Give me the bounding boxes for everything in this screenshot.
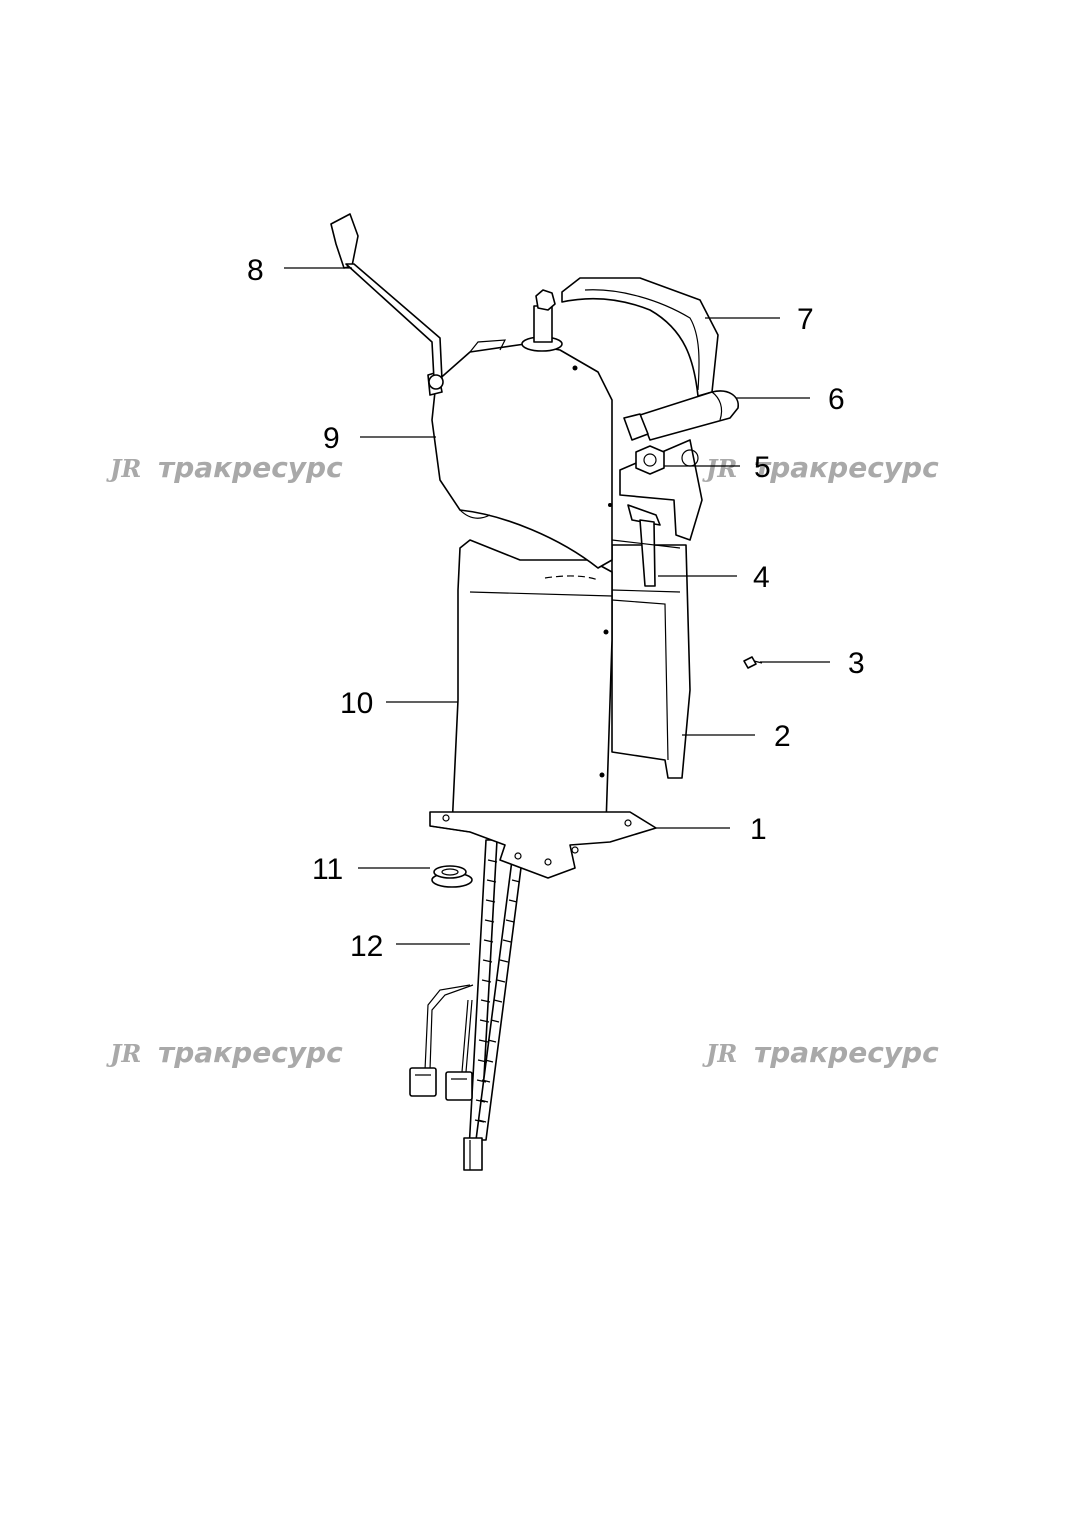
- watermark: JR тракресурс: [106, 451, 343, 484]
- callout-4: 4: [753, 561, 770, 594]
- watermark: JR тракресурс: [106, 1036, 343, 1069]
- watermark-logo: JR: [106, 1039, 141, 1068]
- handle-knob: [623, 390, 739, 441]
- callout-9: 9: [323, 422, 340, 455]
- watermark-text: тракресурс: [754, 451, 939, 484]
- callout-labels: 1 2 3 4 5 6 7 8 9 10 11 12: [247, 254, 865, 963]
- callout-6: 6: [828, 383, 845, 416]
- callout-3: 3: [848, 647, 865, 680]
- cable-harness: [409, 839, 523, 1171]
- column-lower-casing: [451, 539, 613, 837]
- callout-12: 12: [350, 930, 383, 963]
- watermark-text: тракресурс: [158, 1036, 343, 1069]
- watermark-logo: JR: [702, 454, 737, 483]
- watermark: JR тракресурс: [702, 1036, 939, 1069]
- gear-lever: [330, 213, 444, 390]
- grommet: [431, 865, 473, 888]
- callout-5: 5: [754, 451, 771, 484]
- callout-2: 2: [774, 720, 791, 753]
- rear-panel: [611, 544, 691, 779]
- base-plate: [429, 811, 657, 879]
- watermark-logo: JR: [106, 454, 141, 483]
- nut-bolt: [635, 445, 665, 475]
- watermark-text: тракресурс: [754, 1036, 939, 1069]
- watermark-text: тракресурс: [158, 451, 343, 484]
- screw: [743, 656, 763, 669]
- callout-11: 11: [312, 853, 343, 886]
- top-stem: [521, 289, 563, 352]
- callout-7: 7: [797, 303, 814, 336]
- upper-housing: [427, 339, 613, 569]
- tilt-lever: [611, 504, 681, 587]
- callout-10: 10: [340, 687, 373, 720]
- watermark-logo: JR: [702, 1039, 737, 1068]
- leader-lines: [284, 267, 830, 945]
- callout-1: 1: [750, 813, 767, 846]
- watermark: JR тракресурс: [702, 451, 939, 484]
- callout-8: 8: [247, 254, 264, 287]
